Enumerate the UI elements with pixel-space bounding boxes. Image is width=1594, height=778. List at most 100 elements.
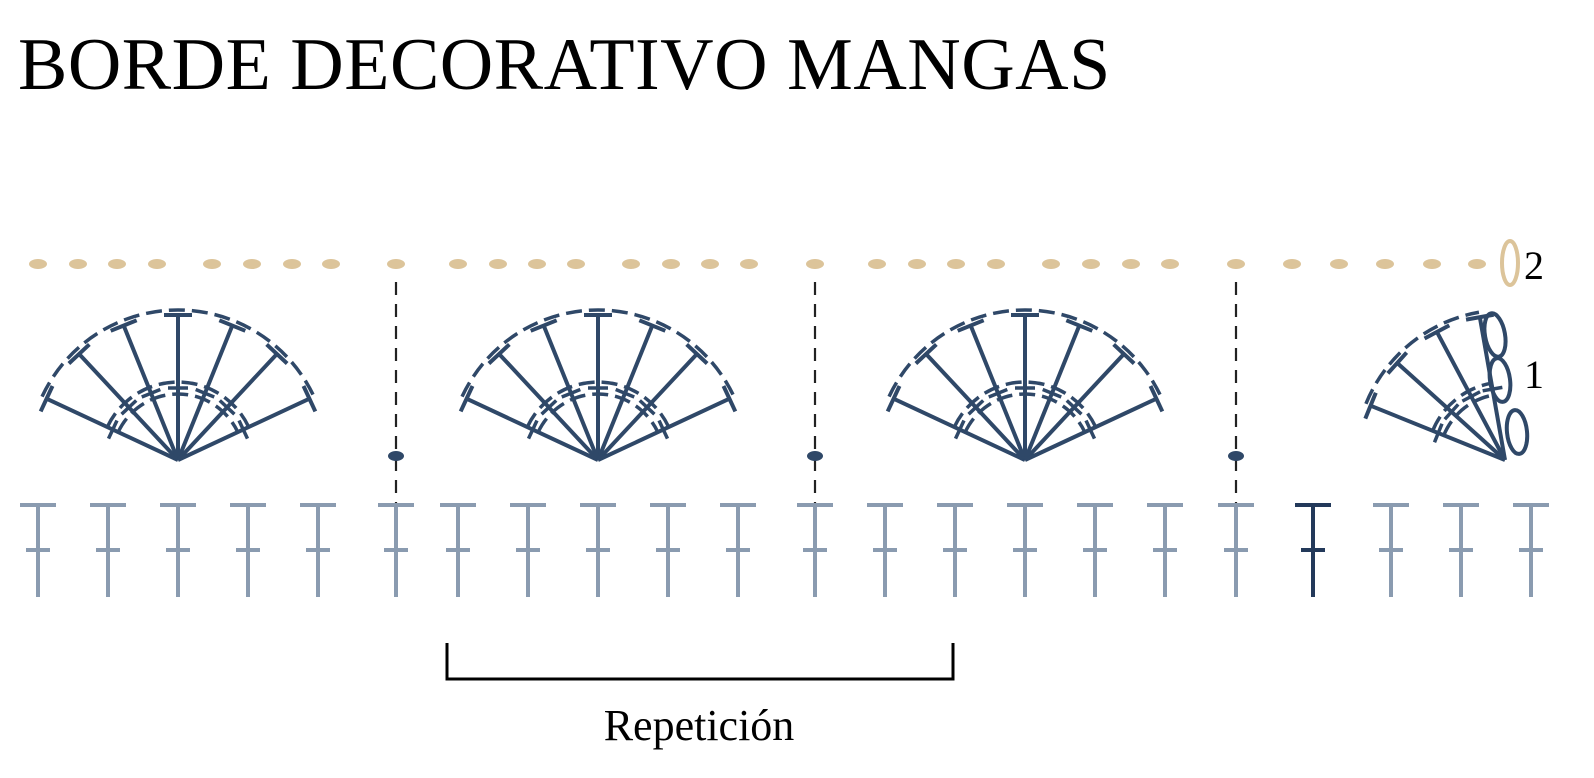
chain-stitch [1122, 259, 1140, 269]
fan-cluster [458, 308, 738, 462]
chain-stitch [203, 259, 221, 269]
fan-inner-arc [525, 380, 671, 428]
fan-stick-top [1148, 385, 1165, 413]
chain-stitch [528, 259, 546, 269]
partial-fan-cluster [1363, 310, 1507, 462]
fan-inner-arc [536, 392, 660, 433]
diagram-title: BORDE DECORATIVO MANGAS [18, 24, 1111, 106]
fan-stick-top [218, 318, 247, 333]
fan-stick-top [721, 385, 738, 413]
fan-stick-top [487, 342, 511, 365]
fan-stick-bar [967, 399, 985, 416]
fan-stick-bar [1443, 403, 1460, 421]
fan-outer-arc [460, 308, 736, 398]
fan-cluster [38, 308, 318, 462]
chain-stitch [69, 259, 87, 269]
fan-stick-bar [1461, 390, 1481, 403]
fan-stick-bar [1042, 387, 1062, 399]
fan-stick-top [1423, 323, 1451, 341]
fan-stick-top [109, 318, 138, 333]
fan-stick-bar [141, 387, 161, 399]
chain-stitch [868, 259, 886, 269]
slip-stitch [807, 451, 823, 461]
chain-stitch [622, 259, 640, 269]
fan-stick-top [38, 385, 55, 413]
fan-inner-arc [963, 392, 1087, 433]
repeat-label: Repetición [604, 701, 795, 750]
fan-cluster [885, 308, 1165, 462]
row-number-2: 2 [1524, 243, 1544, 288]
chain-stitch [29, 259, 47, 269]
fan-inner-arc [1442, 393, 1494, 436]
fan-stick-top [529, 318, 558, 333]
fan-inner-arc [952, 380, 1098, 428]
chain-stitch [1283, 259, 1301, 269]
chain-stitch [1082, 259, 1100, 269]
fan-stick-bar [237, 419, 250, 440]
chain-stitch [701, 259, 719, 269]
fan-stick-top [265, 342, 289, 365]
chain-stitch [387, 259, 405, 269]
chain-stitch [740, 259, 758, 269]
chain-stitch [567, 259, 585, 269]
fan-stick-bar [218, 399, 236, 416]
turning-chain-row-1 [1487, 356, 1513, 404]
fan-stick-bar [106, 419, 119, 440]
turning-chain-row-2 [1500, 239, 1520, 287]
fan-stick-top [956, 318, 985, 333]
chain-stitch [1423, 259, 1441, 269]
chain-stitch [449, 259, 467, 269]
base-row [20, 503, 1549, 597]
chain-stitch [1376, 259, 1394, 269]
fan-stick-top [458, 385, 475, 413]
chain-stitch [662, 259, 680, 269]
chain-stitch [283, 259, 301, 269]
fan-stick-top [638, 318, 667, 333]
fan-stick-top [1065, 318, 1094, 333]
chain-stitch [987, 259, 1005, 269]
chain-stitch [908, 259, 926, 269]
fan-stick-bar [1432, 423, 1444, 443]
fan-stick-bar [988, 387, 1008, 399]
chain-stitch [1468, 259, 1486, 269]
fan-stick-bar [953, 419, 966, 440]
row-2-connectors [388, 282, 1244, 505]
fan-stick-top [685, 342, 709, 365]
chain-stitch [148, 259, 166, 269]
fan-stick-bar [526, 419, 539, 440]
fan-stick-bar [120, 399, 138, 416]
fan-stick-top [1112, 342, 1136, 365]
fan-stick-bar [540, 399, 558, 416]
fan-stick-bar [638, 399, 656, 416]
chain-stitch [1042, 259, 1060, 269]
row-2-chains [29, 259, 1486, 269]
fan-stick-top [301, 385, 318, 413]
fan-stick-bar [195, 387, 215, 399]
fan-stick-top [914, 342, 938, 365]
row-number-1: 1 [1524, 352, 1544, 397]
fan-outer-arc [40, 308, 316, 398]
chain-stitch [322, 259, 340, 269]
fan-stick-bar [1084, 419, 1097, 440]
row-1-fans [38, 308, 1507, 462]
turning-chains [1482, 239, 1530, 456]
fan-stick-bar [615, 387, 635, 399]
repeat-bracket [445, 643, 955, 681]
slip-stitch [388, 451, 404, 461]
chain-stitch [1330, 259, 1348, 269]
chain-stitch [1227, 259, 1245, 269]
fan-stick-top [1363, 391, 1378, 420]
chain-stitch [947, 259, 965, 269]
fan-stick-bar [1065, 399, 1083, 416]
fan-stick-top [1386, 351, 1409, 375]
fan-inner-arc [105, 380, 251, 428]
fan-outer-arc [887, 308, 1163, 398]
chain-stitch [489, 259, 507, 269]
fan-stick-top [885, 385, 902, 413]
chain-stitch [108, 259, 126, 269]
fan-stick-top [67, 342, 91, 365]
fan-stick-bar [561, 387, 581, 399]
fan-stick-bar [657, 419, 670, 440]
chain-stitch [243, 259, 261, 269]
